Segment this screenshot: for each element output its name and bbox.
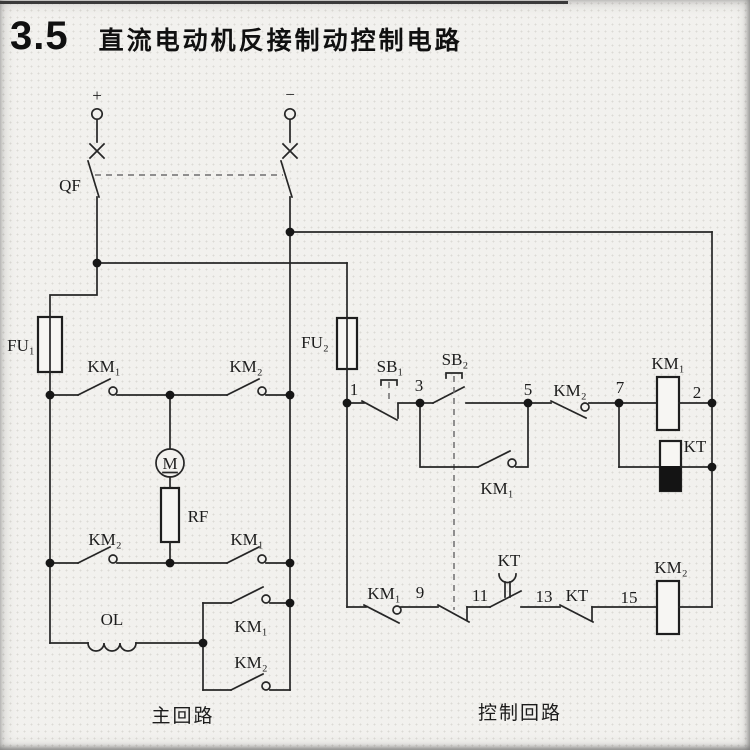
sb2-actuator (445, 372, 463, 379)
fuse-fu2-label: FU₂ (301, 333, 329, 352)
power-source-terminals: + − (88, 85, 299, 160)
junction-dots (45, 227, 717, 648)
km2-coil-label: KM₂ (654, 558, 687, 577)
km1-main-top-contact: KM₁ (49, 357, 121, 397)
resistor-rf-label: RF (188, 507, 209, 526)
kt-coil-label: KT (684, 437, 707, 456)
km2-main-top-label: KM₂ (229, 357, 262, 376)
page-title: 直流电动机反接制动控制电路 (98, 27, 463, 55)
node-7-label: 7 (616, 378, 625, 397)
scan-edge-artifact (0, 1, 568, 4)
kt-nc-contact: KT (558, 586, 658, 624)
km2-main-bottom-label: KM₂ (88, 530, 121, 549)
km2-interlock-nc-contact: KM₂ (527, 381, 658, 420)
kt-delay-cup-icon (498, 573, 517, 584)
resistor-rf-symbol: RF (159, 476, 209, 564)
km2-interlock-label: KM₂ (553, 381, 586, 400)
km1-selfhold-label: KM₁ (480, 479, 513, 498)
km2-parallel-label: KM₂ (234, 653, 267, 672)
minus-terminal-label: − (285, 85, 295, 104)
kt-delay-label: KT (498, 551, 521, 570)
qf-blade-left (86, 159, 101, 199)
fuse-fu2-symbol: FU₂ (301, 316, 359, 371)
node-3-label: 3 (415, 376, 424, 395)
km1-nc-label: KM₁ (367, 584, 400, 603)
km2-parallel-contact: KM₂ (202, 653, 291, 692)
km2-coil-symbol: KM₂ (654, 558, 713, 636)
km1-parallel-label: KM₁ (234, 617, 267, 636)
main-circuit-caption: 主回路 (151, 705, 214, 727)
km1-selfhold-contact: KM₁ (419, 402, 529, 498)
kt-coil-symbol: KT (618, 402, 713, 493)
km1-coil-label: KM₁ (651, 354, 684, 373)
qf-blade-right (279, 159, 294, 199)
kt-coil-filled-half (660, 466, 681, 491)
km1-main-top-label: KM₁ (87, 357, 120, 376)
page-header: 3.5 直流电动机反接制动控制电路 (10, 14, 463, 59)
km2-main-bottom-contact: KM₂ (49, 530, 122, 565)
disconnect-x-icon (88, 142, 299, 160)
overload-coil-ol-label: OL (101, 610, 124, 629)
kt-delay-contact: KT (488, 551, 561, 609)
node-1-label: 1 (350, 380, 359, 399)
control-circuit: 1 SB₁ 3 SB₂ 5 (346, 350, 713, 724)
sb1-actuator (380, 379, 398, 386)
km2-main-top-contact: KM₂ (225, 357, 267, 397)
start-button-sb2: SB₂ (419, 350, 529, 610)
node-15-label: 15 (621, 588, 638, 607)
node-5-label: 5 (524, 380, 533, 399)
node-2-label: 2 (693, 383, 702, 402)
fuse-fu1-symbol: FU₁ (7, 315, 64, 374)
kt-nc-label: KT (566, 586, 589, 605)
control-circuit-caption: 控制回路 (478, 702, 562, 724)
sb2-linked-nc-contact (436, 603, 491, 624)
km1-parallel-contact: KM₁ (202, 585, 291, 636)
km1-nc-contact: KM₁ (346, 584, 439, 625)
terminal-circle-left (90, 107, 104, 121)
fuse-fu1-label: FU₁ (7, 336, 35, 355)
node-13-label: 13 (536, 587, 553, 606)
breaker-qf: QF (59, 159, 294, 199)
section-number: 3.5 (10, 14, 69, 58)
stop-button-sb1-label: SB₁ (377, 357, 404, 376)
km1-main-bottom-label: KM₁ (230, 530, 263, 549)
start-button-sb2-label: SB₂ (442, 350, 469, 369)
breaker-qf-label: QF (59, 176, 81, 195)
km1-main-bottom-contact: KM₁ (225, 530, 267, 565)
supply-wires (49, 196, 713, 691)
node-9-label: 9 (416, 583, 425, 602)
motor-label: M (162, 454, 177, 473)
main-circuit: KM₁ KM₂ M RF (49, 357, 291, 727)
terminal-circle-right (283, 107, 297, 121)
overload-coil-ol-symbol: OL (49, 610, 204, 652)
km1-coil-symbol: KM₁ (651, 354, 713, 432)
motor-symbol: M (155, 394, 185, 478)
node-11-label: 11 (472, 586, 488, 605)
plus-terminal-label: + (92, 86, 102, 105)
